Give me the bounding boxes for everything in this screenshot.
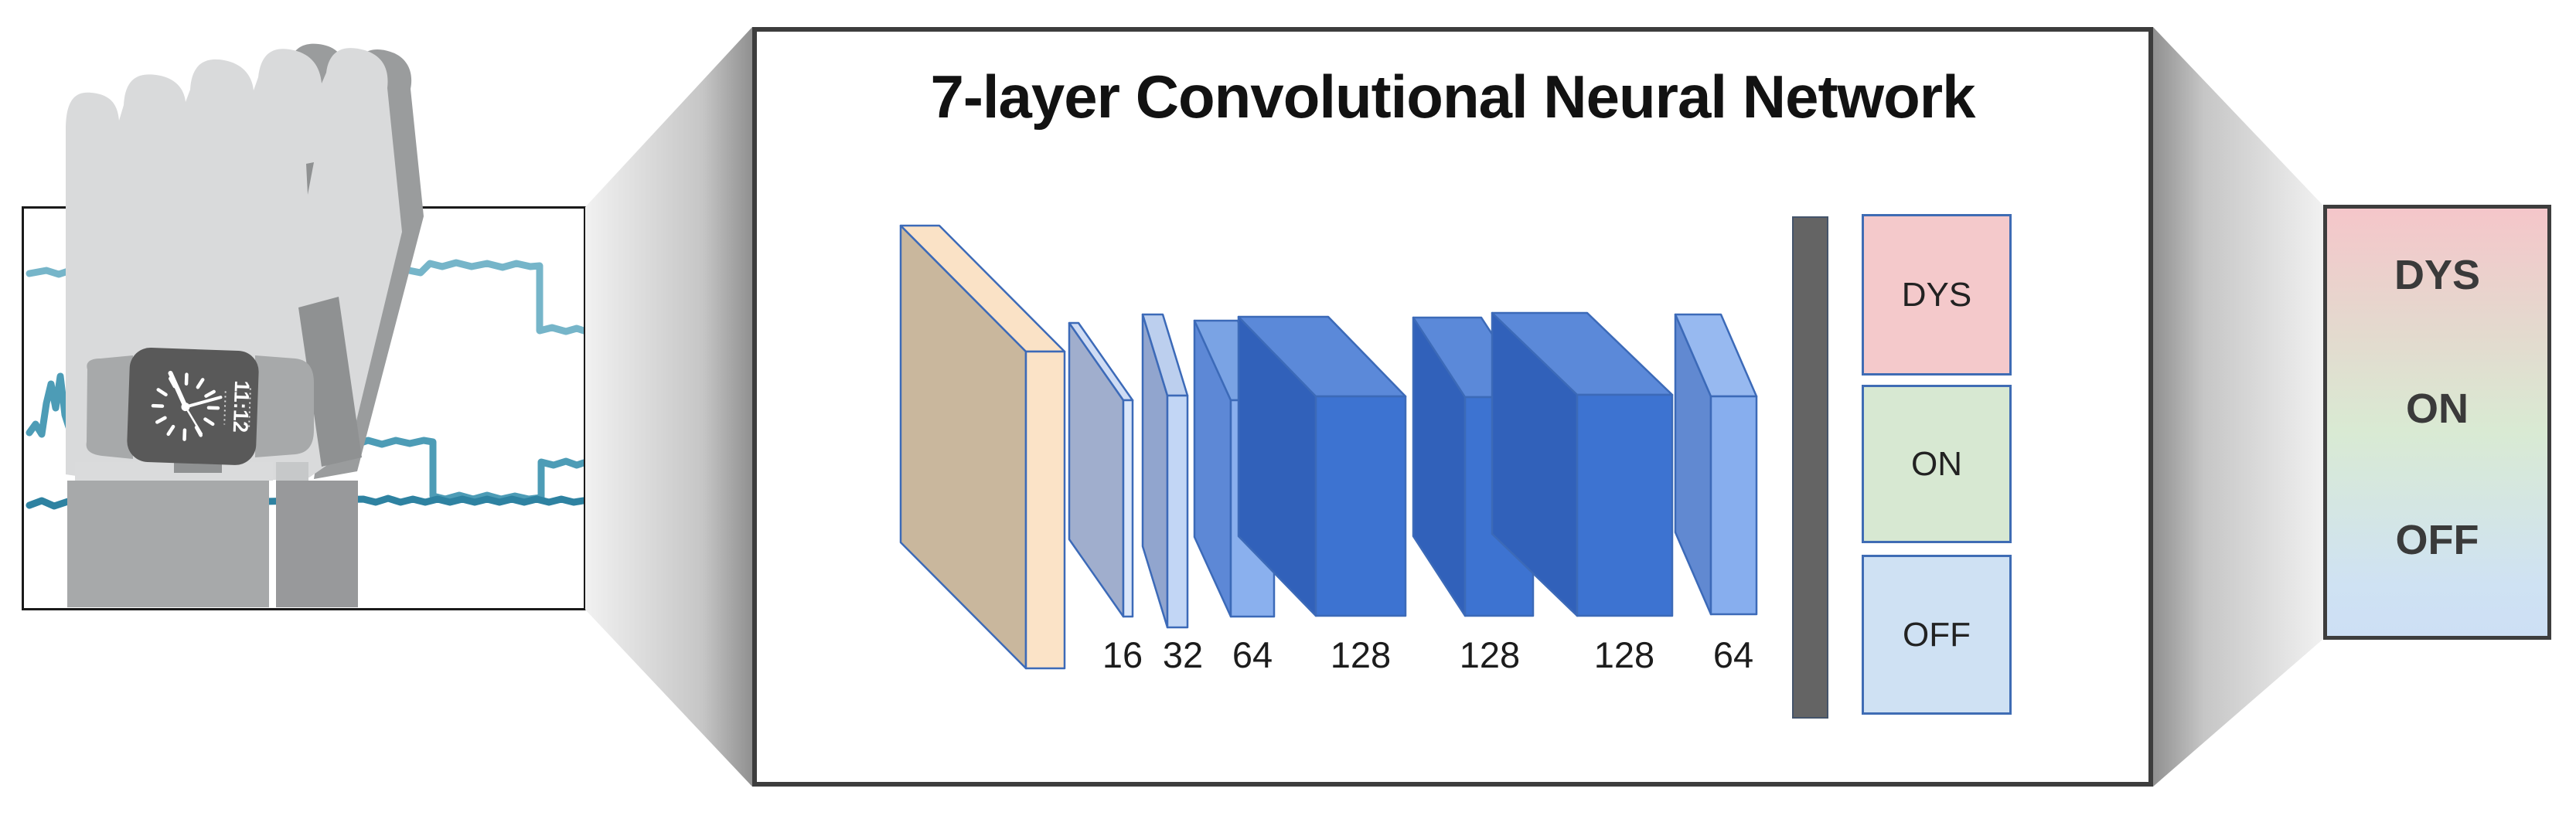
legend-label-dys: DYS: [2394, 252, 2481, 298]
stand-arm: [298, 297, 362, 467]
output-class-box-dys: DYS: [1862, 214, 2012, 376]
layer-size-label: 16: [1102, 634, 1143, 675]
conv-block-16: [1068, 321, 1134, 618]
pedestal-base: [67, 481, 269, 607]
watch-time: 11:12: [229, 380, 254, 433]
layer-size-label: 64: [1232, 634, 1273, 675]
output-class-label: DYS: [1901, 275, 1972, 314]
conv-block-128a: [1237, 315, 1407, 617]
conv-block-128c: [1491, 311, 1674, 617]
clock-icon: [151, 370, 223, 441]
output-class-box-off: OFF: [1862, 555, 2012, 715]
pedestal-top-right: [276, 462, 308, 481]
layer-size-label: 128: [1459, 634, 1521, 675]
conv-block-32: [1141, 313, 1189, 629]
output-class-label: OFF: [1903, 615, 1971, 654]
watch-strap-right: [255, 355, 314, 457]
signal-trace-middle: [26, 372, 584, 503]
conv-block-64-end: [1674, 313, 1758, 616]
zoom-connector-right: [2153, 27, 2323, 787]
zoom-connector-left: [585, 27, 752, 787]
watch-strap-left: [86, 355, 133, 459]
legend-label-off: OFF: [2395, 517, 2479, 563]
input-layer-block: [899, 224, 1066, 670]
flatten-bar: [1792, 216, 1828, 719]
layer-size-label: 64: [1712, 634, 1754, 675]
cnn-layers: [899, 224, 1758, 670]
layer-size-label: 128: [1593, 634, 1655, 675]
legend-label-on: ON: [2406, 386, 2469, 432]
output-class-box-on: ON: [1862, 385, 2012, 543]
watch-stand-tab: [174, 462, 222, 473]
thumb-crease-icon: [306, 162, 314, 195]
class-gradient-legend: [2323, 205, 2551, 640]
layer-size-label: 32: [1162, 634, 1204, 675]
layer-size-label: 128: [1330, 634, 1392, 675]
output-class-label: ON: [1911, 444, 1962, 483]
stand-column: [276, 481, 358, 607]
cnn-title: 7-layer Convolutional Neural Network: [930, 63, 1976, 131]
